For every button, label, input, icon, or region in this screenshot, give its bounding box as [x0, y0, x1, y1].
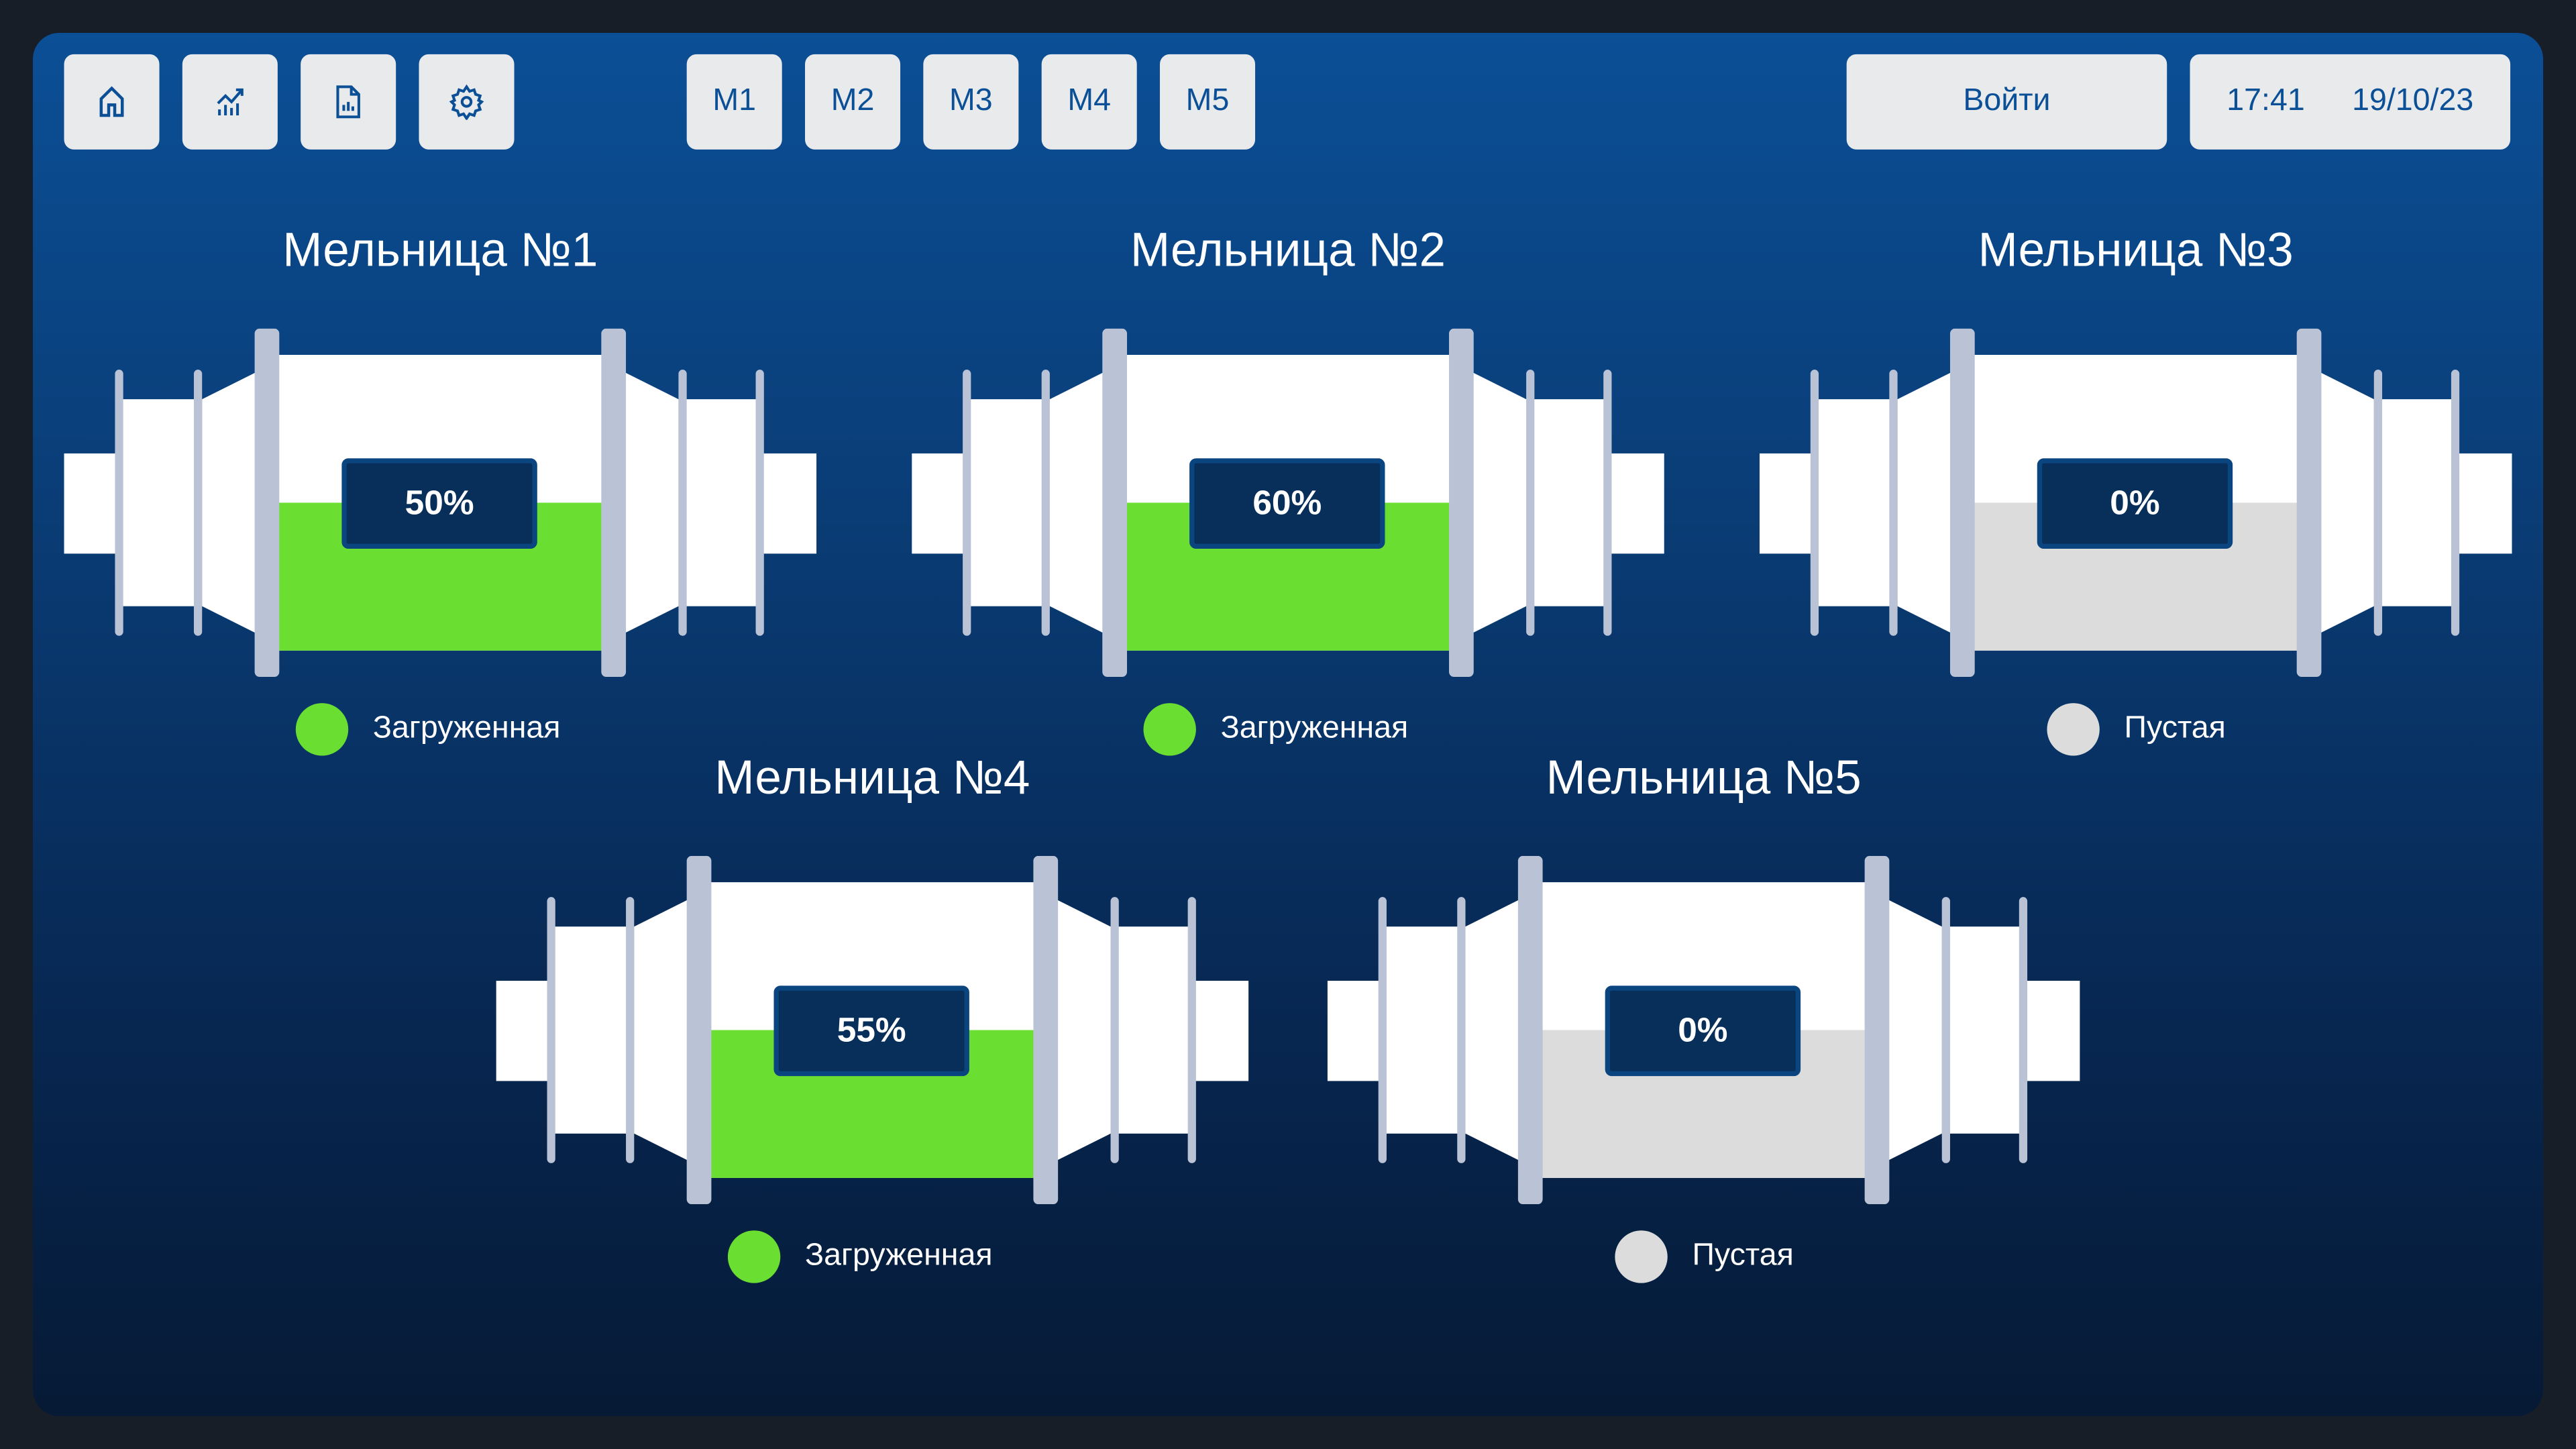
- chart-button[interactable]: [182, 54, 278, 150]
- time-text: 17:41: [2226, 83, 2305, 119]
- status-text: Загруженная: [1220, 711, 1409, 746]
- status-text: Пустая: [1692, 1238, 1794, 1273]
- percent-display: 0%: [2037, 458, 2233, 549]
- datetime-display: 17:41 19/10/23: [2190, 54, 2511, 150]
- status-dot-icon: [1143, 703, 1196, 756]
- status-dot-icon: [727, 1230, 781, 1283]
- percent-display: 50%: [341, 458, 537, 549]
- home-button[interactable]: [64, 54, 160, 150]
- mill-title: Мельница №5: [1546, 752, 1862, 806]
- login-button[interactable]: Войти: [1846, 54, 2167, 150]
- status-text: Загруженная: [805, 1238, 993, 1273]
- mill-body: [496, 855, 1249, 1205]
- tab-m2[interactable]: M2: [805, 54, 901, 150]
- mill-body: [1759, 328, 2512, 677]
- mill-status: Пустая: [2047, 703, 2226, 756]
- status-text: Загруженная: [372, 711, 561, 746]
- mill-4[interactable]: 55%: [496, 855, 1249, 1205]
- mill-title: Мельница №2: [1130, 225, 1446, 278]
- gear-icon: [449, 84, 484, 120]
- status-text: Пустая: [2124, 711, 2226, 746]
- mill-status: Загруженная: [727, 1230, 993, 1283]
- mill-title: Мельница №3: [1978, 225, 2294, 278]
- mill-status: Загруженная: [1143, 703, 1409, 756]
- mill-body: [912, 328, 1664, 677]
- percent-display: 60%: [1189, 458, 1385, 549]
- report-button[interactable]: [301, 54, 396, 150]
- mill-3[interactable]: 0%: [1759, 328, 2512, 677]
- mill-1[interactable]: 50%: [64, 328, 817, 677]
- tab-m3[interactable]: M3: [923, 54, 1019, 150]
- status-dot-icon: [295, 703, 349, 756]
- status-dot-icon: [1615, 1230, 1668, 1283]
- mill-status: Загруженная: [295, 703, 561, 756]
- percent-display: 55%: [773, 985, 969, 1077]
- mill-body: [64, 328, 817, 677]
- mill-2[interactable]: 60%: [912, 328, 1664, 677]
- report-icon: [336, 85, 360, 119]
- settings-button[interactable]: [419, 54, 515, 150]
- mill-title: Мельница №4: [714, 752, 1030, 806]
- date-text: 19/10/23: [2352, 83, 2474, 119]
- chart-icon: [217, 88, 244, 116]
- percent-display: 0%: [1605, 985, 1801, 1077]
- tab-m4[interactable]: M4: [1041, 54, 1137, 150]
- home-icon: [99, 86, 124, 117]
- mill-title: Мельница №1: [282, 225, 598, 278]
- tab-m1[interactable]: M1: [686, 54, 782, 150]
- main-panel: [32, 32, 2544, 1417]
- status-dot-icon: [2047, 703, 2100, 756]
- tab-m5[interactable]: M5: [1159, 54, 1256, 150]
- mill-5[interactable]: 0%: [1327, 855, 2080, 1205]
- mill-status: Пустая: [1615, 1230, 1794, 1283]
